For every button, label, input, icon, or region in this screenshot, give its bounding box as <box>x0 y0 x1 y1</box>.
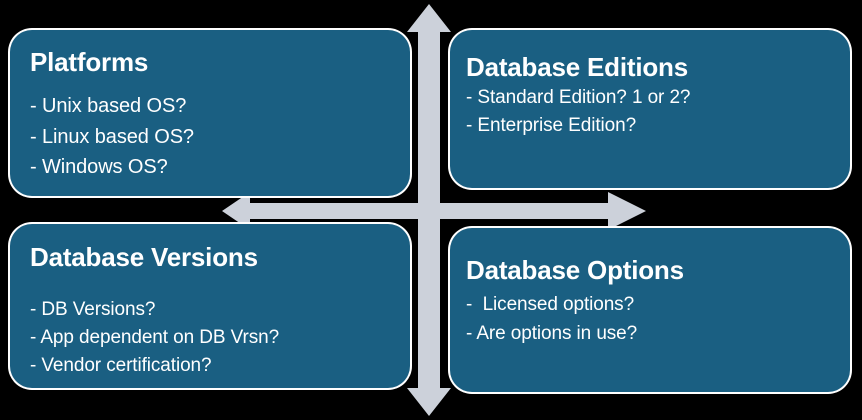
list-item: - Are options in use? <box>466 322 638 344</box>
card-content: Database Editions - Standard Edition? 1 … <box>450 30 850 188</box>
quadrant-card-platforms[interactable]: Platforms - Unix based OS? - Linux based… <box>10 30 410 196</box>
card-item-list: - DB Versions? - App dependent on DB Vrs… <box>30 296 390 380</box>
quadrant-card-database-versions[interactable]: Database Versions - DB Versions? - App d… <box>10 224 410 388</box>
list-item: - App dependent on DB Vrsn? <box>30 327 280 349</box>
list-item: - Enterprise Edition? <box>466 114 637 136</box>
card-content: Platforms - Unix based OS? - Linux based… <box>10 30 410 196</box>
list-item: - DB Versions? <box>30 299 156 321</box>
list-item: - Vendor certification? <box>30 355 212 377</box>
quadrant-card-database-editions[interactable]: Database Editions - Standard Edition? 1 … <box>450 30 850 188</box>
vertical-double-arrow-icon <box>407 4 451 416</box>
list-item: - Linux based OS? <box>30 125 194 148</box>
card-item-list: - Unix based OS? - Linux based OS? - Win… <box>30 91 390 182</box>
list-item: - Unix based OS? <box>30 95 187 118</box>
quadrant-card-database-options[interactable]: Database Options - Licensed options? - A… <box>450 228 850 392</box>
card-title: Database Editions <box>466 52 688 82</box>
card-item-list: - Licensed options? - Are options in use… <box>466 291 834 348</box>
card-content: Database Options - Licensed options? - A… <box>450 228 850 392</box>
card-title: Database Versions <box>30 242 258 272</box>
list-item: - Windows OS? <box>30 155 168 178</box>
card-item-list: - Standard Edition? 1 or 2? - Enterprise… <box>466 84 834 139</box>
card-title: Platforms <box>30 47 149 77</box>
list-item: - Standard Edition? 1 or 2? <box>466 87 691 109</box>
card-content: Database Versions - DB Versions? - App d… <box>10 224 410 388</box>
list-item: - Licensed options? <box>466 294 635 316</box>
card-title: Database Options <box>466 255 684 285</box>
